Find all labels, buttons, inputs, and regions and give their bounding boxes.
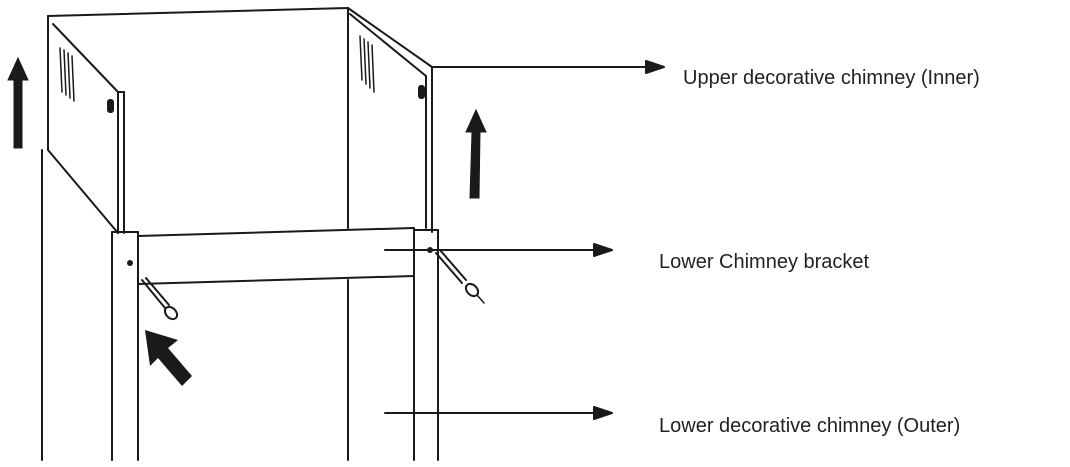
upper-chimney-left-bottom-edge	[47, 149, 119, 234]
callout-leader-bracket	[384, 243, 613, 257]
label-lower-decorative-chimney: Lower decorative chimney (Outer)	[659, 415, 961, 437]
upper-chimney-top-edge	[47, 7, 433, 68]
lower-chimney	[41, 149, 439, 461]
up-arrow-icon-right	[465, 108, 487, 199]
vent-slots-left	[59, 47, 75, 102]
vent-slots-right	[359, 35, 375, 93]
callout-leader-upper	[431, 60, 665, 74]
upper-chimney-left-flange	[52, 23, 119, 234]
up-arrow-icon-left	[7, 56, 29, 149]
upper-hole-right	[418, 85, 425, 99]
upper-chimney-right-flange	[349, 13, 427, 229]
label-upper-decorative-chimney: Upper decorative chimney (Inner)	[683, 67, 980, 89]
screw-icon-right	[435, 249, 485, 304]
upper-hole-left	[107, 99, 114, 113]
upper-chimney	[47, 7, 433, 234]
label-lower-chimney-bracket: Lower Chimney bracket	[659, 251, 870, 273]
diagonal-arrow-icon	[145, 330, 192, 386]
callout-leader-lower	[384, 406, 613, 420]
lower-chimney-bracket	[137, 227, 415, 285]
screw-icon-left	[141, 277, 179, 321]
